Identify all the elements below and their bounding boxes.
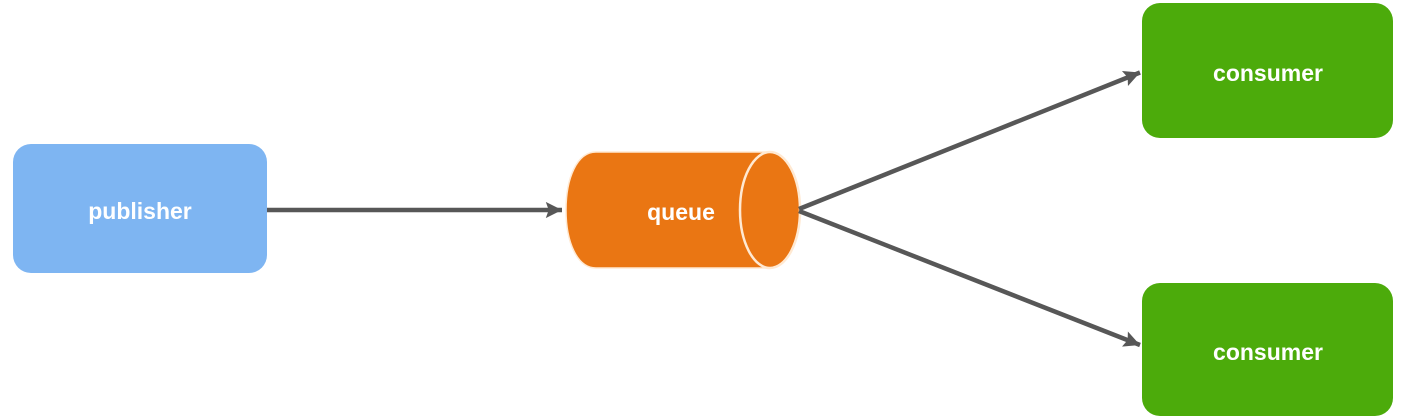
queue-cylinder-face [738, 150, 802, 270]
consumer-top-node: consumer [1142, 3, 1393, 138]
publisher-box [13, 144, 267, 273]
queue-cylinder-body [565, 151, 771, 269]
publisher-label: publisher [88, 198, 192, 224]
consumer-top-label: consumer [1213, 60, 1323, 86]
queue-label: queue [647, 199, 715, 225]
consumer-bottom-node: consumer [1142, 283, 1393, 416]
arrow-queue-to-consumer-bottom [798, 208, 1141, 348]
consumer-bottom-box [1142, 283, 1393, 416]
consumer-top-box [1142, 3, 1393, 138]
publisher-node: publisher [13, 144, 267, 273]
arrow-queue-to-consumer-top [798, 70, 1141, 212]
queue-node: queue [565, 150, 802, 270]
consumer-bottom-label: consumer [1213, 339, 1323, 365]
